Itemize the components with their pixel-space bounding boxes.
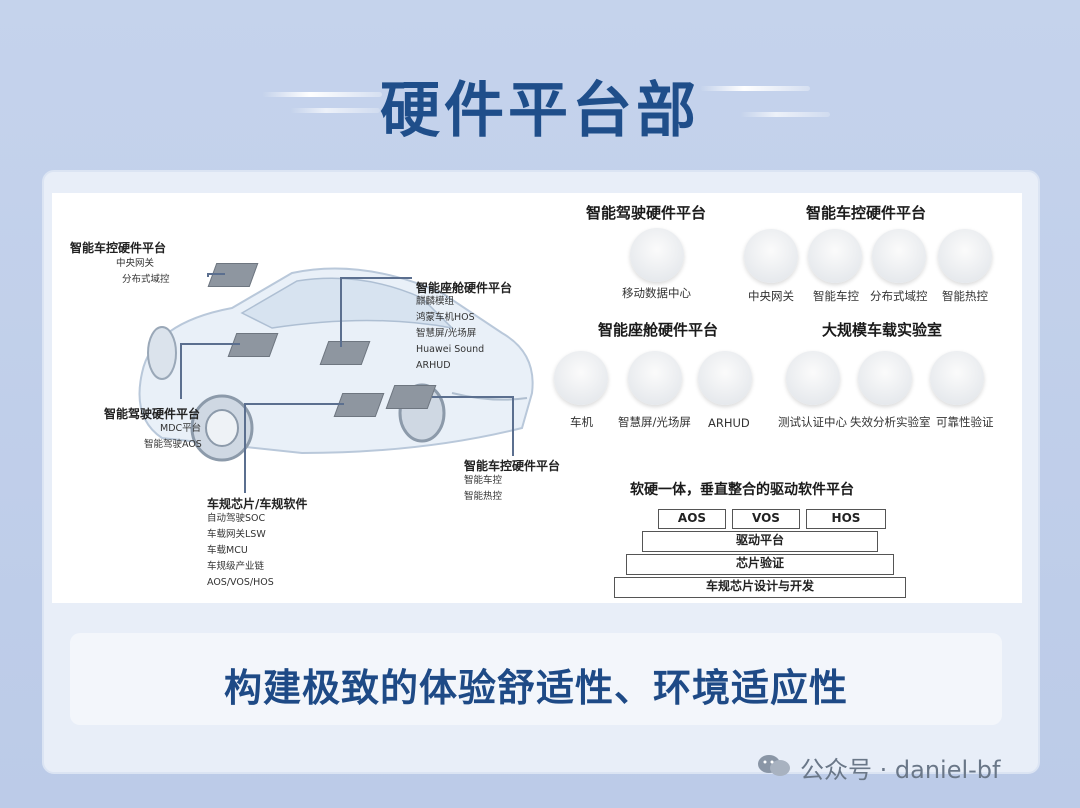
chips-item-4: 车规级产业链 [207, 561, 265, 572]
cockpit-thumb-1 [554, 351, 608, 405]
chips-item-3: 车载MCU [207, 545, 248, 556]
stack-aos: AOS [658, 509, 726, 529]
right-lab-item-1: 测试认证中心 [778, 415, 847, 429]
right-lab-item-2: 失效分析实验室 [850, 415, 931, 429]
right-cockpit-title: 智能座舱硬件平台 [598, 321, 719, 339]
right-cockpit-item-2: 智慧屏/光场屏 [618, 415, 691, 429]
right-control-item-2: 智能车控 [813, 289, 859, 303]
vc-top-item-2: 分布式域控 [122, 274, 170, 285]
right-driving-item-1: 移动数据中心 [622, 286, 691, 300]
right-control-item-1: 中央网关 [748, 289, 794, 303]
page-title: 硬件平台部 [380, 76, 700, 146]
vc-bottom-item-1: 智能车控 [464, 475, 503, 486]
cockpit-title: 智能座舱硬件平台 [416, 281, 513, 295]
chips-title: 车规芯片/车规软件 [207, 497, 308, 511]
vc-bottom-item-2: 智能热控 [464, 491, 503, 502]
right-lab-title: 大规模车载实验室 [822, 321, 943, 339]
driving-item-1: MDC平台 [160, 423, 202, 434]
right-cockpit-item-3: ARHUD [708, 416, 750, 430]
diagram-panel: 智能车控硬件平台 中央网关 分布式域控 智能座舱硬件平台 麒麟模组 鸿蒙车机HO… [52, 193, 1022, 603]
lab-thumb-2 [858, 351, 912, 405]
stack-layer-driver: 驱动平台 [642, 531, 878, 552]
cockpit-item-2: 鸿蒙车机HOS [416, 312, 475, 323]
driving-title: 智能驾驶硬件平台 [104, 407, 201, 421]
cockpit-thumb-3 [698, 351, 752, 405]
right-driving-title: 智能驾驶硬件平台 [586, 204, 707, 222]
control-thumb-1 [744, 229, 798, 283]
slogan: 构建极致的体验舒适性、环境适应性 [223, 666, 848, 710]
chip-control [385, 385, 437, 409]
cockpit-item-4: Huawei Sound [416, 344, 485, 355]
stack-layer-chip-verify: 芯片验证 [626, 554, 894, 575]
stack-vos: VOS [732, 509, 800, 529]
stack-hos: HOS [806, 509, 886, 529]
vc-bottom-title: 智能车控硬件平台 [464, 459, 561, 473]
cockpit-item-3: 智慧屏/光场屏 [416, 328, 477, 339]
cockpit-item-5: ARHUD [416, 360, 451, 371]
slogan-bar: 构建极致的体验舒适性、环境适应性 [70, 633, 1002, 725]
chips-item-1: 自动驾驶SOC [207, 513, 266, 524]
chips-item-5: AOS/VOS/HOS [207, 577, 274, 588]
right-control-item-4: 智能热控 [942, 289, 988, 303]
chip-soc [333, 393, 385, 417]
right-lab-item-3: 可靠性验证 [936, 415, 994, 429]
chip-gateway [207, 263, 259, 287]
mobile-dc-thumb [630, 228, 684, 282]
control-thumb-3 [872, 229, 926, 283]
vc-top-item-1: 中央网关 [116, 258, 155, 269]
driving-item-2: 智能驾驶AOS [144, 439, 202, 450]
title-area: 硬件平台部 [0, 62, 1080, 146]
stack-layer-chip-dev: 车规芯片设计与开发 [614, 577, 906, 598]
right-control-item-3: 分布式域控 [870, 289, 928, 303]
chips-item-2: 车载网关LSW [207, 529, 266, 540]
cockpit-item-1: 麒麟模组 [416, 296, 455, 307]
stack-title: 软硬一体，垂直整合的驱动软件平台 [630, 482, 854, 498]
cockpit-thumb-2 [628, 351, 682, 405]
chip-cockpit [319, 341, 371, 365]
lab-thumb-3 [930, 351, 984, 405]
right-control-title: 智能车控硬件平台 [806, 204, 927, 222]
watermark: 公众号 · daniel-bf [800, 756, 1001, 784]
control-thumb-2 [808, 229, 862, 283]
right-cockpit-item-1: 车机 [570, 415, 593, 429]
lab-thumb-1 [786, 351, 840, 405]
wechat-icon [758, 755, 790, 776]
chip-driving [227, 333, 279, 357]
control-thumb-4 [938, 229, 992, 283]
vc-top-title: 智能车控硬件平台 [70, 241, 167, 255]
